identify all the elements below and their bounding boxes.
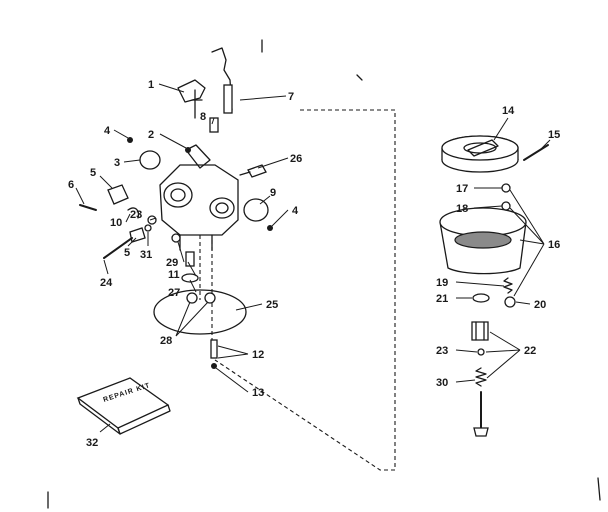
callout-2: 2: [148, 129, 154, 141]
callout-23-left: 23: [130, 209, 142, 221]
callout-4-left: 4: [104, 125, 111, 137]
callout-15: 15: [548, 129, 560, 141]
float-bowl-assembly: [439, 135, 549, 437]
callout-29: 29: [166, 257, 178, 269]
callout-14: 14: [502, 105, 515, 117]
callout-4-right: 4: [292, 205, 299, 217]
callout-17: 17: [456, 183, 468, 195]
callout-30: 30: [436, 377, 448, 389]
repair-kit: REPAIR KIT: [76, 377, 171, 435]
callout-1: 1: [148, 79, 154, 91]
callout-9: 9: [270, 187, 276, 199]
carburetor-body: [159, 144, 239, 251]
right-parts: [239, 164, 273, 231]
callout-5-bottom: 5: [124, 247, 130, 259]
callout-8: 8: [200, 111, 206, 123]
leader-lines: [75, 83, 551, 433]
callout-12: 12: [252, 349, 264, 361]
callout-28: 28: [160, 335, 172, 347]
callout-25: 25: [266, 299, 278, 311]
callout-23-right: 23: [436, 345, 448, 357]
callout-7: 7: [288, 91, 294, 103]
callout-labels: 1 2 3 4 4 5 5 6 7 8 9 10 11 12 13 14 15 …: [68, 79, 560, 449]
callout-20: 20: [534, 299, 546, 311]
callout-13: 13: [252, 387, 264, 399]
callout-26: 26: [290, 153, 302, 165]
callout-3: 3: [114, 157, 120, 169]
callout-18: 18: [456, 203, 468, 215]
callout-31: 31: [140, 249, 152, 261]
callout-19: 19: [436, 277, 448, 289]
callout-24: 24: [100, 277, 113, 289]
callout-5-top: 5: [90, 167, 96, 179]
bottom-parts: [153, 233, 247, 369]
left-parts: [79, 137, 191, 259]
callout-32: 32: [86, 437, 98, 449]
callout-6: 6: [68, 179, 74, 191]
guide-lines: [47, 39, 601, 509]
callout-22: 22: [524, 345, 536, 357]
callout-21: 21: [436, 293, 448, 305]
callout-27: 27: [168, 287, 180, 299]
callout-10: 10: [110, 217, 122, 229]
throttle-linkage: [177, 47, 233, 133]
callout-11: 11: [168, 269, 180, 281]
callout-16: 16: [548, 239, 560, 251]
